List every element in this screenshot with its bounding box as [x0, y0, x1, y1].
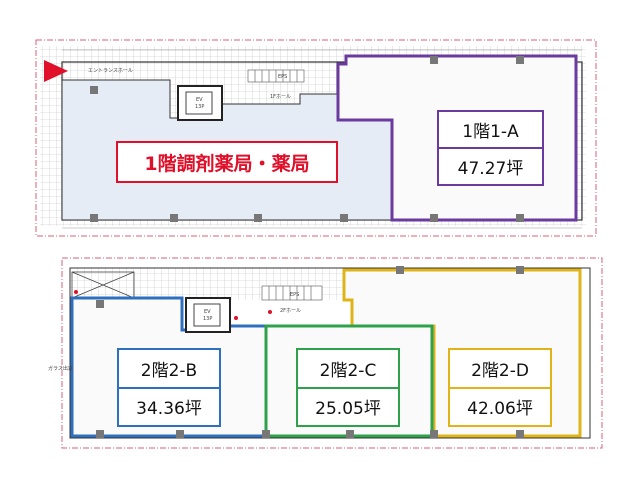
unit-2b-divider: [119, 386, 219, 389]
floor1-hall-label: 1Fホール: [270, 94, 291, 100]
unit-2b-label: 2階2-B 34.36坪: [117, 348, 221, 427]
floor1-eps-label: EPS: [278, 74, 287, 80]
floor2-columns: [96, 266, 524, 438]
unit-1a-name: 1階1-A: [462, 122, 519, 142]
unit-2b-area: 34.36坪: [136, 399, 202, 420]
entrance-arrow-icon: [44, 60, 68, 82]
pharmacy-label: 1階調剤薬局・薬局: [116, 141, 338, 183]
floor1-ev-label: EV: [196, 97, 203, 103]
floor2-building-outline: [69, 267, 591, 439]
unit-2d-area: 42.06坪: [467, 399, 533, 420]
unit-2c-label: 2階2-C 25.05坪: [296, 348, 400, 427]
floor2-markers: [74, 290, 272, 320]
floor1-ev-sub: 13P: [195, 104, 204, 110]
floor1-stairs: [247, 69, 305, 83]
floor2-property-line: [61, 257, 603, 449]
floor2-ev-sub: 13P: [203, 316, 212, 322]
floor2-hall-label: 2Fホール: [280, 308, 301, 314]
floor2-side-label: ガラス出窓: [48, 365, 73, 372]
unit-2c-name: 2階2-C: [319, 360, 377, 381]
floor1-grid-ticks: [62, 49, 582, 229]
floor2-eps-label: EPS: [290, 292, 299, 298]
unit-2c-divider: [298, 386, 398, 389]
unit-1a-area: 47.27坪: [457, 159, 524, 179]
unit-1a-divider: [439, 147, 542, 149]
unit-2c-area: 25.05坪: [315, 399, 381, 420]
unit-2d-name: 2階2-D: [471, 360, 529, 381]
floor1-columns: [90, 56, 524, 222]
unit-2d-label: 2階2-D 42.06坪: [448, 348, 552, 427]
floor1-property-line: [35, 39, 597, 237]
floor1-entrance-label: エントランスホール: [88, 68, 133, 74]
floor1-elevator-car: [185, 91, 213, 115]
unit-2d-divider: [450, 386, 550, 389]
unit-2b-name: 2階2-B: [140, 360, 198, 381]
unit-1a-label: 1階1-A 47.27坪: [437, 110, 544, 186]
floor2-ev-label: EV: [204, 309, 211, 315]
floor2-stairs: [261, 285, 323, 301]
floor2-elevator-car: [193, 303, 221, 327]
